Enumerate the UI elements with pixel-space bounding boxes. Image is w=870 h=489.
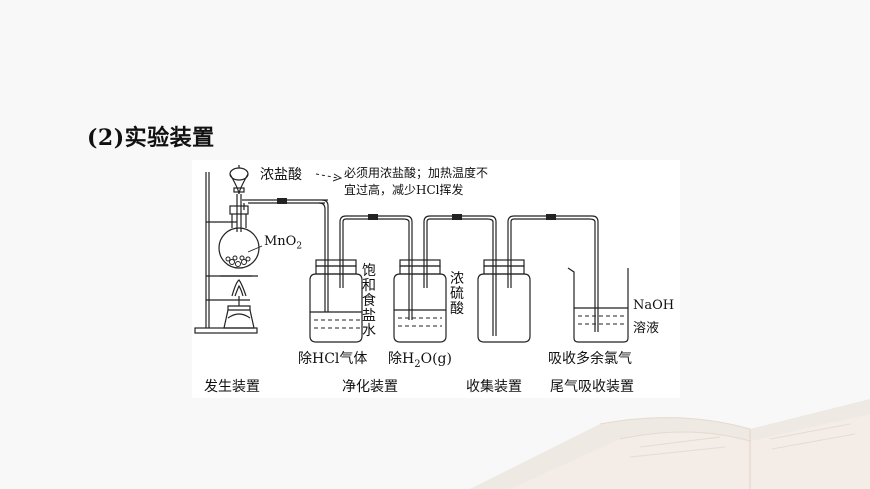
label-remove-water: 除H2O(g) — [388, 348, 452, 370]
label-tail-gas: 尾气吸收装置 — [550, 379, 634, 395]
book-decoration — [470, 399, 870, 489]
label-conc-hcl: 浓盐酸 — [260, 167, 302, 183]
bottle-conc-sulfuric-acid — [393, 222, 447, 343]
apparatus-diagram: 浓盐酸 必须用浓盐酸；加热温度不 宜过高，减少HCl挥发 MnO2 饱和食盐水 … — [192, 160, 680, 398]
apparatus-drawing — [194, 165, 629, 343]
mno2-text: MnO — [264, 234, 297, 249]
label-naoh: NaOH — [633, 298, 675, 313]
bottle-saturated-brine — [309, 222, 363, 343]
remove-h2o-subscript: 2 — [414, 358, 421, 370]
remove-h2o-suffix: O(g) — [420, 351, 452, 367]
label-absorb-cl2: 吸收多余氯气 — [548, 351, 632, 367]
note-line-2: 宜过高，减少HCl挥发 — [344, 183, 464, 197]
label-remove-hcl: 除HCl气体 — [298, 351, 368, 367]
generation-apparatus — [194, 165, 322, 334]
beaker-naoh — [567, 267, 629, 343]
label-mno2: MnO2 — [264, 234, 302, 252]
mno2-subscript: 2 — [296, 241, 303, 252]
label-collection: 收集装置 — [466, 379, 522, 395]
label-purification: 净化装置 — [342, 379, 398, 395]
note-line-1: 必须用浓盐酸；加热温度不 — [344, 166, 489, 180]
label-saturated-brine: 饱和食盐水 — [362, 263, 376, 339]
label-conc-h2so4: 浓硫酸 — [450, 271, 464, 317]
bottle-collection — [477, 222, 531, 343]
remove-h2o-prefix: 除H — [388, 351, 415, 367]
label-generation: 发生装置 — [204, 379, 260, 395]
label-solution: 溶液 — [633, 321, 660, 336]
section-heading: (2)实验装置 — [87, 125, 215, 151]
